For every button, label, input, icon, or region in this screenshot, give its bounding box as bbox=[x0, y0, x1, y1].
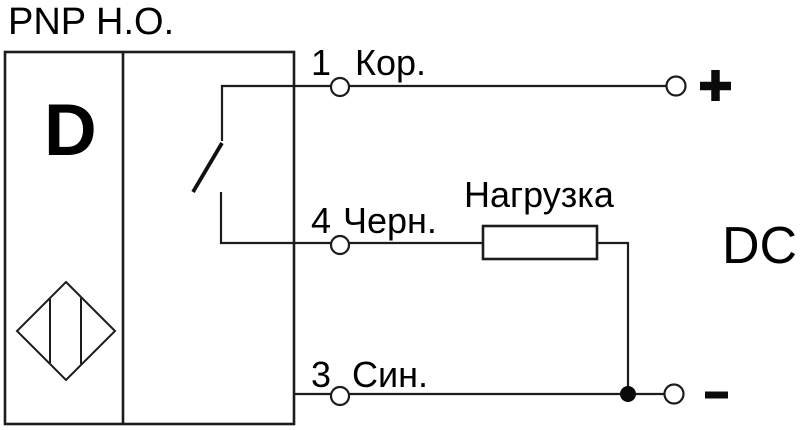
junction-dot bbox=[620, 386, 636, 402]
wire-load-to-junction bbox=[597, 241, 630, 394]
terminal-minus-circle bbox=[663, 383, 685, 405]
load-label: Нагрузка bbox=[464, 174, 615, 215]
plus-icon bbox=[700, 70, 731, 101]
pin1-color: Кор. bbox=[355, 42, 426, 83]
pin4-color: Черн. bbox=[343, 200, 437, 241]
pin3-color: Син. bbox=[352, 354, 428, 395]
pin4-number: 4 bbox=[311, 200, 331, 241]
terminal-pin1-circle bbox=[329, 76, 351, 98]
diamond-outline bbox=[15, 280, 117, 382]
pin3-number: 3 bbox=[311, 354, 331, 395]
wire-pin4 bbox=[219, 192, 483, 245]
pin1-number: 1 bbox=[311, 42, 331, 83]
diagram-title: PNP Н.О. bbox=[8, 1, 174, 43]
terminal-pin4-circle bbox=[329, 234, 351, 256]
terminal-plus-circle bbox=[665, 75, 687, 97]
wire-pin1 bbox=[220, 84, 667, 141]
sensor-body bbox=[3, 50, 296, 426]
inductive-sensor-diamond-icon bbox=[15, 280, 117, 382]
dc-label: DC bbox=[722, 217, 797, 275]
switch-blade bbox=[191, 142, 224, 193]
switch-contact-icon bbox=[191, 84, 667, 245]
terminal-pin3-circle bbox=[329, 385, 351, 407]
sensor-letter: D bbox=[44, 90, 97, 171]
load-resistor bbox=[481, 224, 599, 261]
